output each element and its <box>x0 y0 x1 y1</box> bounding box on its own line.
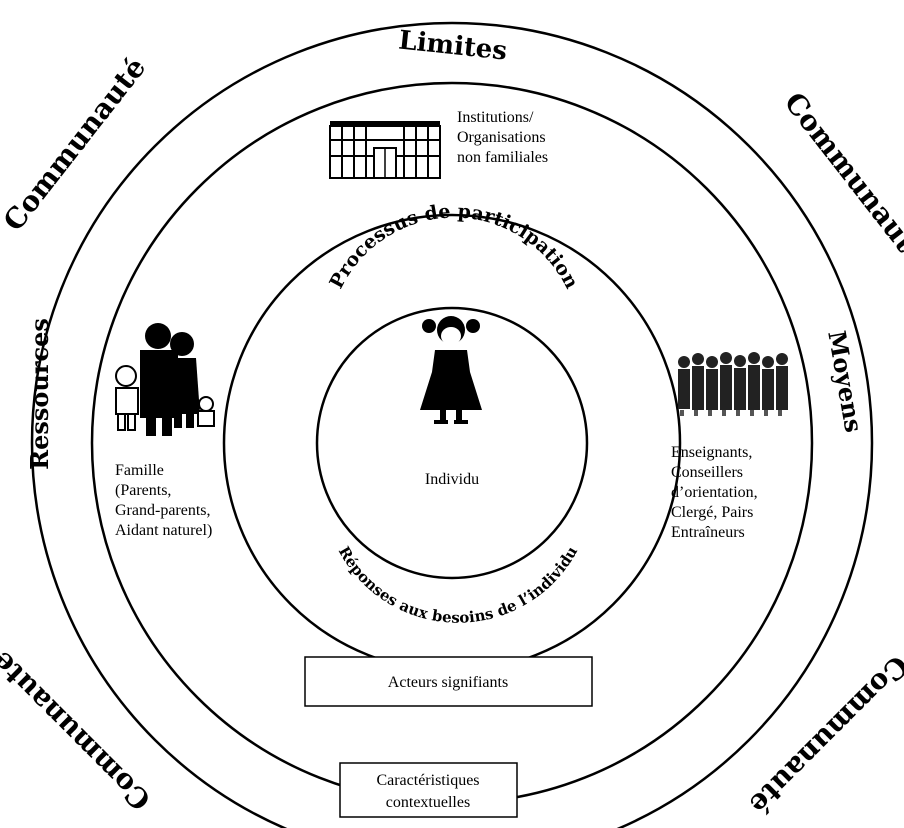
outer-circle <box>30 21 874 828</box>
individual-circle <box>315 306 589 580</box>
crowd-icon <box>678 352 788 416</box>
moyens-label: Moyens <box>822 328 868 434</box>
acteurs-box <box>304 656 593 707</box>
communaute-top-right-label: Communauté <box>778 86 904 272</box>
famille-label: Famille (Parents, Grand-parents, Aidant … <box>115 462 213 539</box>
reponses-label: Réponses aux besoins de l’individu <box>335 543 581 627</box>
caracteristiques-label-line1: Caractéristiques <box>376 772 479 789</box>
caracteristiques-label-line2: contextuelles <box>386 794 470 811</box>
institutions-label: Institutions/ Organisations non familial… <box>457 109 549 166</box>
caracteristiques-box <box>339 762 518 818</box>
individu-label: Individu <box>425 471 479 488</box>
processus-label: Processus de participation <box>325 200 582 292</box>
child-icon <box>420 316 482 424</box>
acteurs-label: Acteurs signifiants <box>388 674 508 691</box>
building-icon <box>329 121 441 179</box>
ressources-label: Ressources <box>25 318 54 470</box>
communaute-top-left-label: Communauté <box>0 51 152 237</box>
limites-label: Limites <box>397 25 508 66</box>
communaute-bottom-right-label: Communauté <box>743 649 904 821</box>
communaute-bottom-left-label: Communauté <box>0 645 157 817</box>
participation-circle <box>222 213 682 673</box>
enseignants-label: Enseignants, Conseillers d’orientation, … <box>671 444 758 541</box>
family-icon <box>115 323 215 436</box>
